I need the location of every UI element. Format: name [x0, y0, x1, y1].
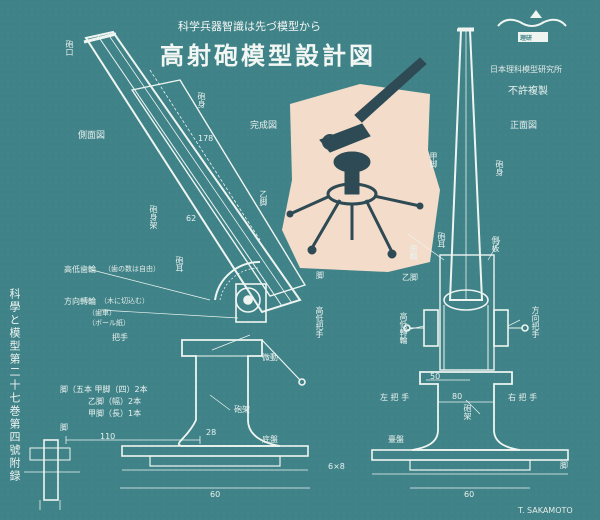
completed-view: [282, 57, 440, 272]
dim-28: 28: [206, 428, 217, 437]
label-traverse-note-1: （木に切込む）: [100, 297, 149, 305]
label-leg: 脚: [316, 271, 324, 280]
license-text: 不許複製: [508, 86, 548, 97]
label-barrel-front: 砲身: [495, 160, 504, 176]
label-barrel-frame: 砲身架: [149, 205, 158, 229]
motto-text: 科学兵器智識は先づ模型から: [178, 20, 321, 33]
dim-6x8: 6×8: [328, 462, 345, 471]
dim-60-left: 60: [210, 490, 221, 499]
label-leg-dims-3: 甲脚（長）1本: [88, 409, 142, 418]
dim-50: 50: [430, 372, 441, 381]
dim-178: 178: [198, 134, 214, 143]
dim-80: 80: [452, 392, 463, 401]
side-view: [24, 30, 310, 510]
completed-view-label: 完成図: [250, 121, 278, 131]
label-side-plate: 側板: [491, 236, 500, 252]
label-right-handle: 右 把 手: [508, 393, 538, 402]
label-leg-dims-2: 乙脚（幅）2本: [88, 397, 142, 406]
label-leg-a: 甲脚: [429, 152, 438, 168]
label-leg: 脚: [60, 423, 68, 432]
label-elevation-wheel: 高低轉輪: [399, 312, 408, 344]
label-barrel: 砲身: [197, 92, 206, 108]
publication-note: 科學と模型第二十七巻第四號附録: [8, 288, 21, 483]
dim-60-right: 60: [464, 490, 475, 499]
dim-110: 110: [100, 432, 116, 441]
wing-emblem-icon: [497, 10, 567, 42]
label-leg-b: 乙脚: [259, 190, 268, 206]
label-turntable: 砲架: [463, 404, 472, 420]
label-traverse-handle: 方向把手: [531, 306, 540, 338]
emblem-text: 理研: [520, 35, 533, 42]
label-muzzle: 砲口: [65, 40, 74, 56]
institute-name: 日本理科模型研究所: [490, 65, 562, 74]
label-traverse-note-3: （ボール紙）: [88, 319, 130, 327]
label-left-handle: 左 把 手: [380, 393, 410, 402]
label-leg-front: 脚: [560, 461, 568, 470]
label-trunnion: 砲耳: [175, 256, 184, 272]
label-leg-dims-1: 脚（五本 甲脚（四）2本: [60, 385, 148, 394]
signature: T. SAKAMOTO: [518, 506, 573, 515]
label-gear-box: 歯輪: [409, 244, 418, 260]
label-fine-adjust: 微動: [262, 353, 278, 362]
label-gun-mount: 砲架: [234, 405, 250, 414]
label-elevation-gear: 高低歯輪: [64, 265, 96, 274]
front-view: [371, 27, 569, 489]
label-base: 臺盤: [388, 435, 404, 444]
label-leg-b-2: 乙脚: [402, 273, 418, 282]
label-trunnion-front: 砲耳: [437, 232, 446, 248]
label-base-plate: 底盤: [262, 435, 278, 444]
label-elevation-handle: 高低把手: [315, 306, 324, 338]
page-title: 高射砲模型設計図: [160, 42, 376, 70]
dim-62: 62: [186, 214, 197, 223]
front-view-label: 正面図: [510, 121, 538, 131]
label-elevation-note: （歯の数は自由）: [104, 265, 160, 273]
label-traverse-gear: 方向轉輪: [64, 297, 96, 306]
side-view-label: 側面図: [78, 131, 106, 141]
label-handle: 把手: [112, 333, 128, 342]
label-traverse-note-2: （歯車）: [88, 309, 116, 317]
